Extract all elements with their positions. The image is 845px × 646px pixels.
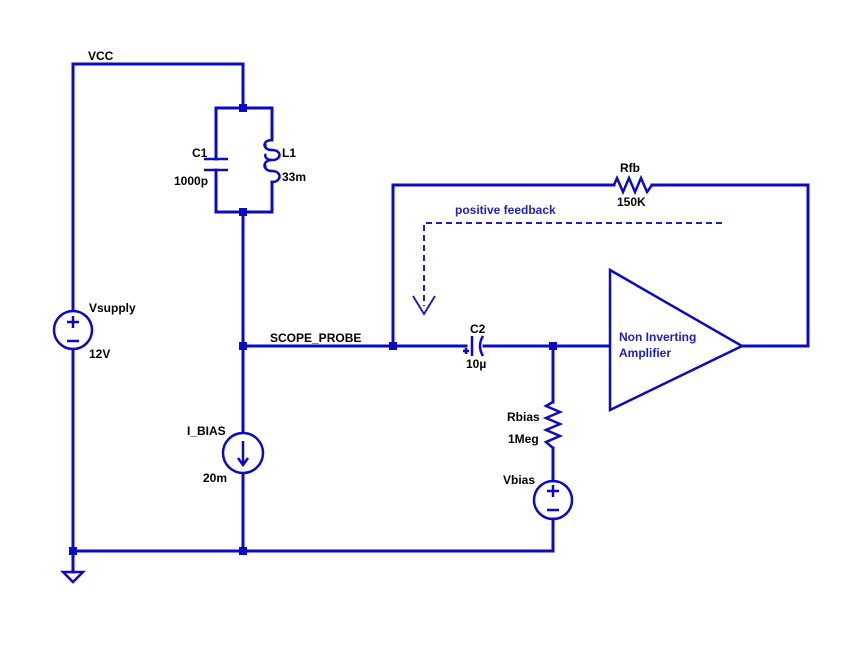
junction-dot — [239, 104, 247, 112]
inductor-l1-loops — [264, 143, 273, 173]
i-bias-value-label: 20m — [203, 471, 227, 485]
junction-dot — [69, 547, 77, 555]
rfb-ref-label: Rfb — [620, 161, 640, 175]
vcc-wire — [71, 62, 245, 312]
amplifier-label-line2: Amplifier — [619, 346, 671, 360]
junction-dot — [239, 342, 247, 350]
vbias-ref-label: Vbias — [503, 473, 535, 487]
feedback-right-wire — [650, 183, 810, 348]
junction-dot — [549, 342, 557, 350]
i-bias-ref-label: I_BIAS — [187, 424, 226, 438]
net-label-vcc: VCC — [88, 49, 114, 63]
c1-value-label: 1000p — [174, 174, 208, 188]
c2-value-label: 10µ — [466, 357, 486, 371]
capacitor-c1 — [204, 157, 228, 172]
voltage-source-vsupply — [52, 309, 94, 351]
amplifier-label-line1: Non Inverting — [619, 330, 696, 344]
rfb-value-label: 150K — [617, 195, 646, 209]
vsupply-value-label: 12V — [89, 347, 110, 361]
amplifier-triangle — [608, 267, 745, 412]
net-label-scope-probe: SCOPE_PROBE — [270, 331, 361, 345]
feedback-annotation: positive feedback — [455, 203, 556, 217]
current-source-i-bias — [221, 431, 265, 475]
rbias-ref-label: Rbias — [507, 410, 540, 424]
ground-symbol — [59, 570, 87, 584]
vsupply-ref-label: Vsupply — [89, 301, 136, 315]
resistor-rbias — [542, 400, 564, 449]
resistor-rfb — [612, 174, 654, 196]
feedback-left-wire — [391, 183, 616, 348]
feedback-dashed-arrow — [423, 222, 722, 306]
c2-ref-label: C2 — [470, 322, 486, 336]
voltage-source-vbias — [532, 479, 574, 521]
capacitor-c2 — [463, 335, 485, 357]
rbias-value-label: 1Meg — [508, 432, 539, 446]
junctions — [69, 104, 557, 555]
l1-value-label: 33m — [282, 170, 306, 184]
wires — [71, 62, 810, 574]
junction-dot — [239, 547, 247, 555]
c1-ref-label: C1 — [192, 146, 208, 160]
junction-dot — [239, 208, 247, 216]
junction-dot — [389, 342, 397, 350]
feedback-arrow-head — [412, 295, 436, 316]
l1-ref-label: L1 — [282, 146, 296, 160]
